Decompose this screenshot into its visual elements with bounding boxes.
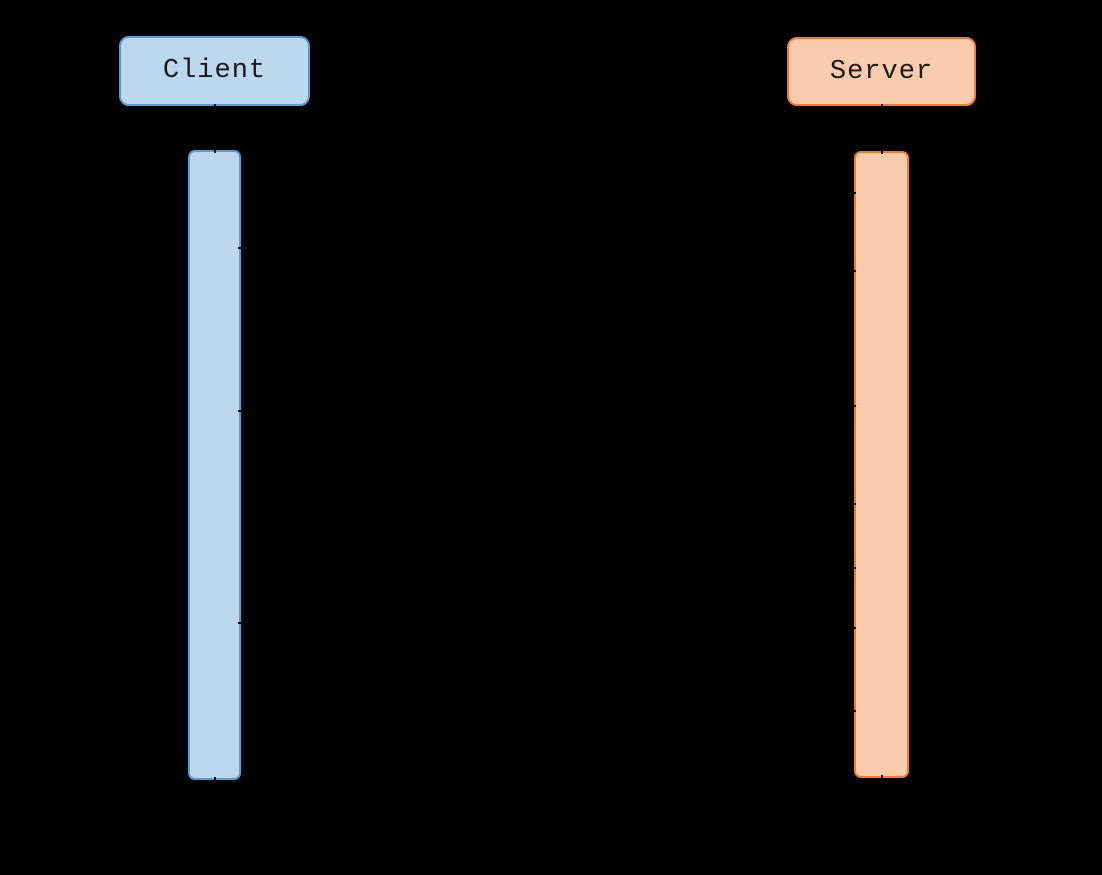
arrow-edge-tick — [851, 710, 856, 712]
arrow-edge-tick — [238, 410, 243, 412]
arrow-edge-tick — [238, 622, 243, 624]
actor-label-server: Server — [829, 56, 934, 87]
client-lifeline-upper — [213, 104, 216, 153]
arrow-edge-tick — [851, 270, 856, 272]
server-lifeline-upper — [880, 104, 883, 154]
arrow-edge-tick — [238, 247, 243, 249]
arrow-edge-tick — [851, 567, 856, 569]
actor-box-server: Server — [787, 37, 976, 106]
actor-label-client: Client — [162, 56, 267, 86]
server-lifeline-lower — [880, 775, 883, 862]
actor-box-client: Client — [119, 36, 310, 106]
server-activation-bar — [854, 151, 909, 778]
arrow-edge-tick — [851, 192, 856, 194]
client-activation-bar — [188, 150, 241, 780]
arrow-edge-tick — [851, 405, 856, 407]
arrow-edge-tick — [851, 627, 856, 629]
client-lifeline-lower — [213, 777, 216, 862]
arrow-edge-tick — [851, 503, 856, 505]
